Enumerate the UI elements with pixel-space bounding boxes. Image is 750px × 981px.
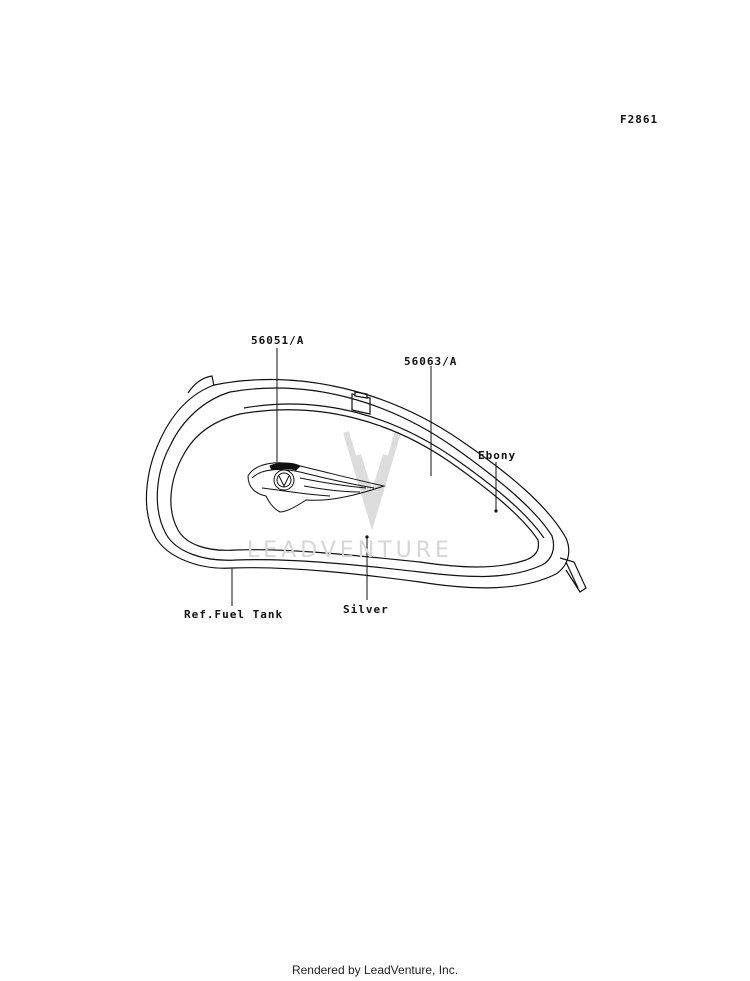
watermark-text: LEADVENTURE <box>247 538 453 563</box>
footer-credit: Rendered by LeadVenture, Inc. <box>291 963 459 977</box>
callout-silver: Silver <box>343 603 389 616</box>
tank-emblem-icon <box>247 462 386 513</box>
fuel-tank-outline <box>145 375 587 593</box>
callout-ref-fuel-tank: Ref.Fuel Tank <box>184 608 284 621</box>
watermark-logo-icon <box>343 431 401 531</box>
leader-dots <box>365 509 498 539</box>
callout-ebony: Ebony <box>478 449 517 462</box>
figure-id: F2861 <box>620 113 659 126</box>
callout-emblem-part: 56051/A <box>251 334 305 347</box>
callout-stripe-part: 56063/A <box>404 355 458 368</box>
leader-lines <box>231 348 497 606</box>
